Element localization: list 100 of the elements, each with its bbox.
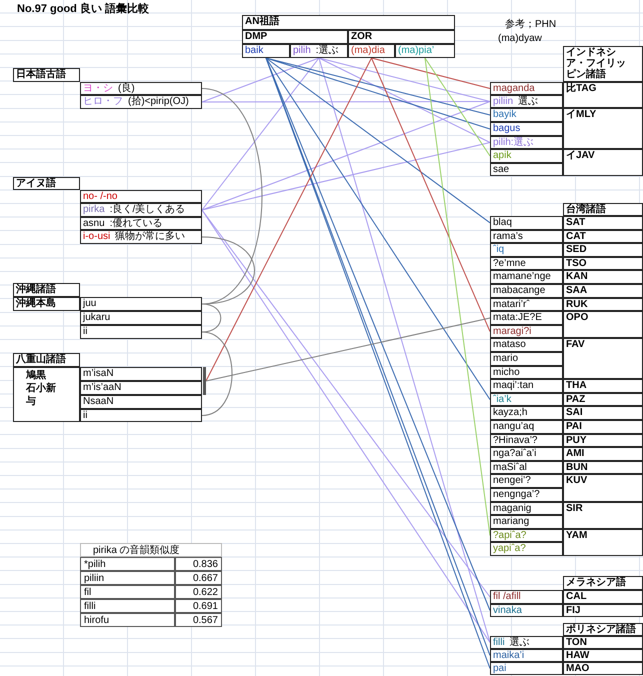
code-text: SIR xyxy=(566,502,583,515)
word-entry xyxy=(80,217,202,230)
code-text: TSO xyxy=(566,258,587,270)
word-entry xyxy=(490,590,563,604)
language-code xyxy=(563,149,643,176)
word-text: nengnga’? xyxy=(493,489,540,501)
word-text: mata:JE?E xyxy=(493,312,542,324)
word-entry xyxy=(490,95,563,108)
connector-line xyxy=(424,58,490,156)
word-entry xyxy=(490,420,563,434)
language-code xyxy=(563,284,643,298)
word-text: jukaru xyxy=(83,312,110,324)
group-heading xyxy=(13,177,80,190)
word-entry xyxy=(80,409,202,422)
word-text: maSiˆal xyxy=(493,462,527,474)
word-text: ?apiˆa? xyxy=(493,530,526,542)
word-text: mamane’nge xyxy=(493,271,551,284)
word-text: mabacange xyxy=(493,285,546,297)
group-heading xyxy=(242,15,455,30)
language-code xyxy=(563,270,643,284)
note-text: 参考；PHN xyxy=(505,19,556,31)
connector-line xyxy=(266,58,490,116)
word-text: maragi?i xyxy=(493,326,532,338)
word-entry xyxy=(490,243,563,257)
code-text: THA xyxy=(566,380,587,392)
word-entry xyxy=(490,338,563,352)
language-code xyxy=(563,434,643,448)
word-entry xyxy=(490,108,563,122)
word-text: m’isaN xyxy=(83,368,114,380)
heading-text: アイヌ語 xyxy=(16,178,56,190)
connector-line xyxy=(202,304,222,332)
gloss-text: :良く/美しくある xyxy=(110,204,186,216)
connector-line xyxy=(318,58,490,643)
group-heading xyxy=(563,576,643,590)
word-text: pilih:選ぶ xyxy=(493,137,534,149)
word-entry xyxy=(395,44,455,58)
group-heading xyxy=(563,46,643,82)
word-label: *pilih xyxy=(80,557,175,571)
group-heading xyxy=(13,68,80,82)
word-entry xyxy=(490,298,563,312)
connector-line xyxy=(202,142,490,210)
word-text: sae xyxy=(493,164,510,176)
code-text: SAA xyxy=(566,285,588,297)
word-text: baik xyxy=(245,45,264,57)
word-label: fil xyxy=(80,585,175,599)
word-text: pai xyxy=(493,663,506,675)
gloss-text: 選ぶ xyxy=(510,637,530,649)
connector-line xyxy=(266,58,490,224)
word-text: m’is’aaN xyxy=(83,382,122,394)
word-entry xyxy=(490,604,563,617)
word-text: ˆiq xyxy=(493,244,504,256)
word-entry xyxy=(490,149,563,163)
word-label: filli xyxy=(80,599,175,613)
word-entry xyxy=(80,297,202,311)
word-entry xyxy=(490,379,563,393)
gloss-text: (拾)<pirip(OJ) xyxy=(128,96,189,108)
heading-text: インドネシア・フイリッピン諸語 xyxy=(566,47,627,80)
word-entry xyxy=(80,325,202,339)
word-entry xyxy=(490,460,563,474)
word-text: (ma)dia xyxy=(351,45,385,57)
language-code xyxy=(563,311,643,338)
word-text: ii xyxy=(83,326,88,338)
heading-text: ZOR xyxy=(351,31,372,43)
title-text: No.97 good 良い 語彙比較 xyxy=(17,3,149,15)
word-text: i-o-usi xyxy=(83,231,110,243)
connector-line xyxy=(371,58,490,89)
score-value: 0.567 xyxy=(175,613,222,627)
connector-line xyxy=(202,101,490,210)
word-entry xyxy=(490,270,563,284)
word-entry xyxy=(80,82,202,95)
word-text: apik xyxy=(493,150,512,162)
word-entry xyxy=(242,44,290,58)
heading-text: 沖縄諸語 xyxy=(16,284,56,296)
word-text: ヨ・シ xyxy=(83,83,113,95)
connector-line xyxy=(202,88,262,304)
language-code xyxy=(563,108,643,149)
heading-text: 鳩黒 xyxy=(26,369,47,382)
code-text: PAZ xyxy=(566,394,586,406)
code-text: CAT xyxy=(566,230,586,243)
word-entry xyxy=(490,352,563,366)
word-entry xyxy=(490,406,563,420)
code-text: AMI xyxy=(566,448,584,460)
code-text: FAV xyxy=(566,339,585,352)
word-text: maganda xyxy=(493,83,535,95)
word-entry xyxy=(490,528,563,542)
word-entry xyxy=(490,542,563,556)
code-text: イJAV xyxy=(566,150,595,162)
code-text: PUY xyxy=(566,434,587,447)
word-entry xyxy=(490,256,563,270)
note-text: (ma)dyaw xyxy=(498,33,542,45)
word-text: nga?aiˆa’i xyxy=(493,448,536,460)
language-code xyxy=(563,460,643,474)
score-value: 0.836 xyxy=(175,557,222,571)
code-text: SAT xyxy=(566,217,586,229)
heading-text: 与 xyxy=(26,395,37,408)
word-entry xyxy=(80,230,202,244)
word-entry xyxy=(490,366,563,380)
code-text: SAI xyxy=(566,407,583,420)
code-text: OPO xyxy=(566,312,588,324)
word-text: matari’rˆ xyxy=(493,298,530,311)
